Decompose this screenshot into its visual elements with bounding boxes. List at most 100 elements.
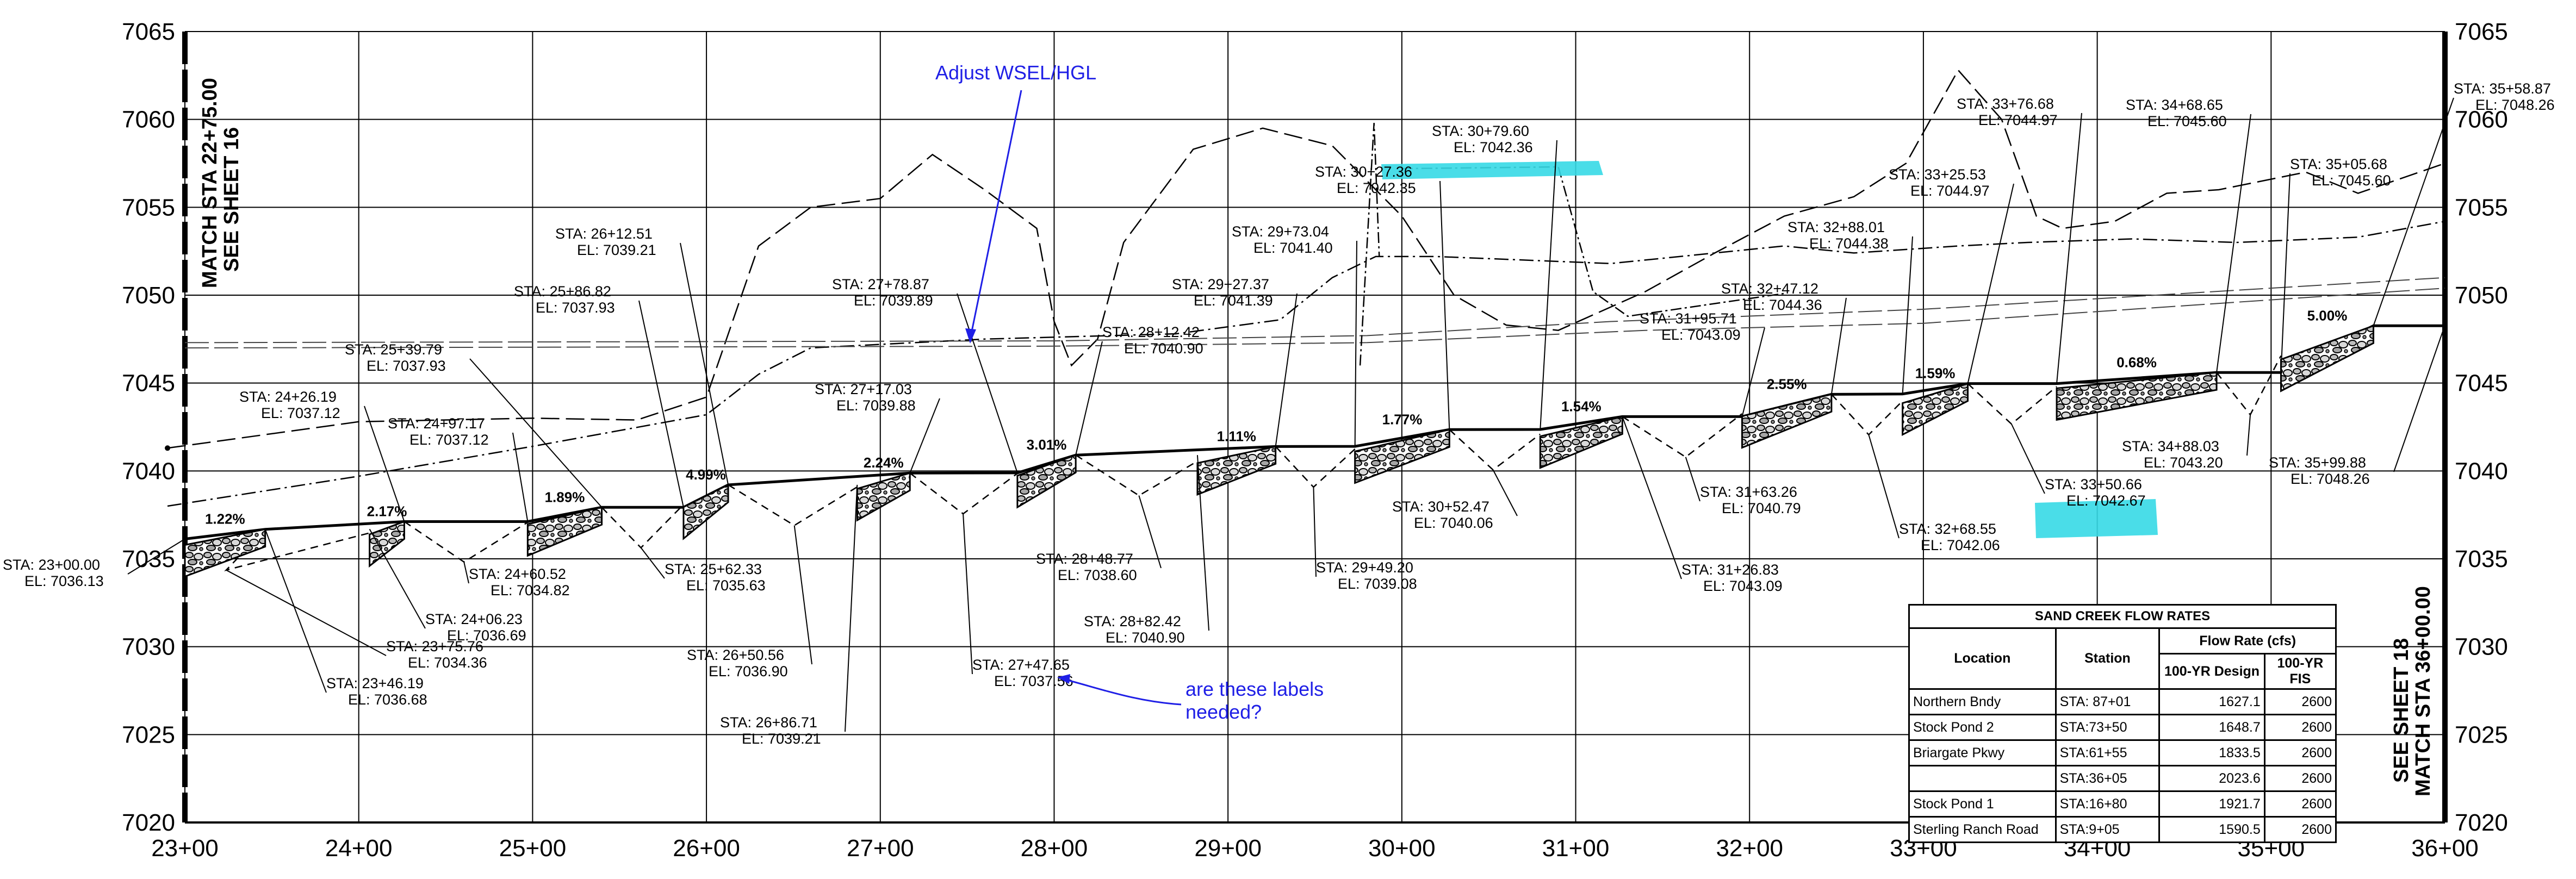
grade-label: 0.68% [2116, 354, 2157, 370]
flow-table-title: SAND CREEK FLOW RATES [1908, 604, 2337, 629]
cell-design: 2023.6 [2158, 765, 2265, 792]
callout-elevation: EL: 7040.79 [1722, 500, 1801, 516]
callout-station: STA: 24+60.52 [469, 566, 566, 582]
y-tick-label-left: 7050 [122, 282, 175, 309]
callout-leader [1902, 236, 1913, 394]
wsel-line [184, 277, 2445, 344]
cell-location: Stock Pond 2 [1908, 714, 2057, 741]
x-tick-label: 29+00 [1194, 835, 1262, 862]
grade-label: 1.11% [1217, 428, 1256, 444]
y-tick-label-right: 7050 [2455, 282, 2508, 309]
callout-elevation: EL: 7039.21 [742, 731, 821, 747]
callout-station: STA: 29+73.04 [1232, 223, 1329, 240]
grade-label: 1.77% [1382, 411, 1423, 427]
grade-label: 5.00% [2307, 307, 2348, 323]
callout-elevation: EL: 7039.08 [1338, 576, 1417, 592]
callout-elevation: EL: 7042.06 [1921, 537, 2000, 553]
callout-station: STA: 24+97.17 [388, 415, 485, 432]
cell-design: 1921.7 [2158, 790, 2265, 818]
riprap-drop-structure [1016, 454, 1077, 509]
callout-elevation: EL: 7043.09 [1661, 327, 1741, 343]
riprap-drop-structure [1354, 428, 1450, 484]
note-labels-needed-line2: needed? [1185, 701, 1262, 723]
callout-station: STA: 31+63.26 [1700, 484, 1797, 500]
x-tick-label: 36+00 [2411, 835, 2479, 862]
callout-leader [909, 398, 940, 473]
callout-leader [1622, 416, 1682, 579]
x-tick-label: 26+00 [673, 835, 740, 862]
callout-leader [638, 300, 684, 508]
callout-leader [640, 547, 665, 579]
callout-elevation: EL: 7040.90 [1106, 629, 1185, 646]
callout-leader [2246, 414, 2251, 456]
callout-station: STA: 28+82.42 [1084, 613, 1181, 629]
cell-location: Stock Pond 1 [1908, 790, 2057, 818]
table-row: Northern Bndy STA: 87+01 1627.1 2600 [1908, 688, 2337, 715]
callout-station: STA: 35+05.68 [2290, 156, 2387, 172]
cell-station: STA:16+80 [2054, 790, 2161, 818]
callout-leader [226, 569, 387, 656]
grade-label: 2.24% [864, 454, 904, 471]
callout-leader [512, 432, 529, 522]
cell-location [1908, 765, 2057, 792]
cell-design: 1590.5 [2158, 816, 2265, 843]
callout-station: STA: 31+26.83 [1681, 562, 1779, 578]
callout-station: STA: 25+39.79 [345, 341, 442, 358]
callout-leader [1540, 140, 1557, 430]
cell-fis: 2600 [2263, 765, 2337, 792]
x-tick-label: 31+00 [1542, 835, 1610, 862]
callout-station: STA: 24+06.23 [425, 611, 523, 627]
grade-label: 1.59% [1915, 365, 1956, 382]
callout-station: STA: 32+47.12 [1721, 280, 1818, 297]
callout-leader [1075, 341, 1103, 456]
pool-v-line [601, 504, 684, 549]
col-design-header: 100-YR Design [2158, 653, 2265, 690]
callout-elevation: EL: 7037.12 [409, 432, 489, 448]
hgl-spike-line [1359, 123, 1380, 366]
callout-elevation: EL: 7044.97 [1910, 183, 1990, 199]
callout-elevation: EL: 7038.60 [1058, 567, 1137, 583]
highlight-marker [1381, 161, 1603, 179]
callout-station: STA: 26+50.56 [687, 647, 784, 663]
callout-station: STA: 28+48.77 [1036, 551, 1133, 567]
match-left-line1: MATCH STA 22+75.00 [198, 78, 221, 288]
riprap-drop-structure [682, 483, 729, 540]
callout-elevation: EL: 7045.60 [2147, 113, 2227, 129]
note-labels-needed-arrowhead [1057, 674, 1070, 684]
callout-station: STA: 23+75.76 [386, 638, 483, 654]
callout-elevation: EL: 7042.67 [2066, 493, 2146, 509]
riprap-drop-structure [1539, 415, 1623, 469]
callout-elevation: EL: 7037.56 [994, 673, 1073, 689]
y-tick-label-left: 7020 [122, 809, 175, 836]
callout-leader [1354, 240, 1357, 447]
callout-station: STA: 33+25.53 [1889, 166, 1986, 183]
pool-v-line [1622, 413, 1743, 458]
callout-elevation: EL: 7034.36 [408, 654, 487, 671]
flow-rates-table: SAND CREEK FLOW RATES Location Station F… [1908, 604, 2337, 843]
riprap-drop-structure [184, 528, 266, 578]
callout-elevation: EL: 7037.93 [367, 358, 446, 374]
callout-leader [680, 242, 729, 485]
callout-elevation: EL: 7039.21 [577, 242, 656, 258]
callout-leader [963, 514, 973, 675]
x-tick-label: 27+00 [847, 835, 914, 862]
callout-leader [1492, 469, 1518, 516]
callout-station: STA: 30+27.36 [1315, 164, 1412, 180]
y-tick-label-right: 7025 [2455, 721, 2508, 748]
callout-station: STA: 24+26.19 [239, 389, 337, 405]
cell-station: STA:36+05 [2054, 765, 2161, 792]
callout-leader [793, 525, 812, 665]
ground-start-dot [165, 445, 171, 451]
callout-leader [1313, 487, 1317, 577]
callout-station: STA: 27+17.03 [815, 381, 912, 397]
callout-station: STA: 29+49.20 [1316, 559, 1413, 576]
y-tick-label-right: 7035 [2455, 546, 2508, 572]
cell-location: Sterling Ranch Road [1908, 816, 2057, 843]
note-labels-needed-leader [1060, 677, 1182, 706]
callout-elevation: EL: 7035.63 [686, 577, 766, 594]
note-labels-needed-line1: are these labels [1185, 678, 1324, 700]
callout-station: STA: 27+78.87 [832, 276, 929, 292]
callout-station: STA: 31+95.71 [1640, 310, 1737, 327]
callout-station: STA: 25+86.82 [514, 283, 611, 300]
y-tick-label-right: 7020 [2455, 809, 2508, 836]
